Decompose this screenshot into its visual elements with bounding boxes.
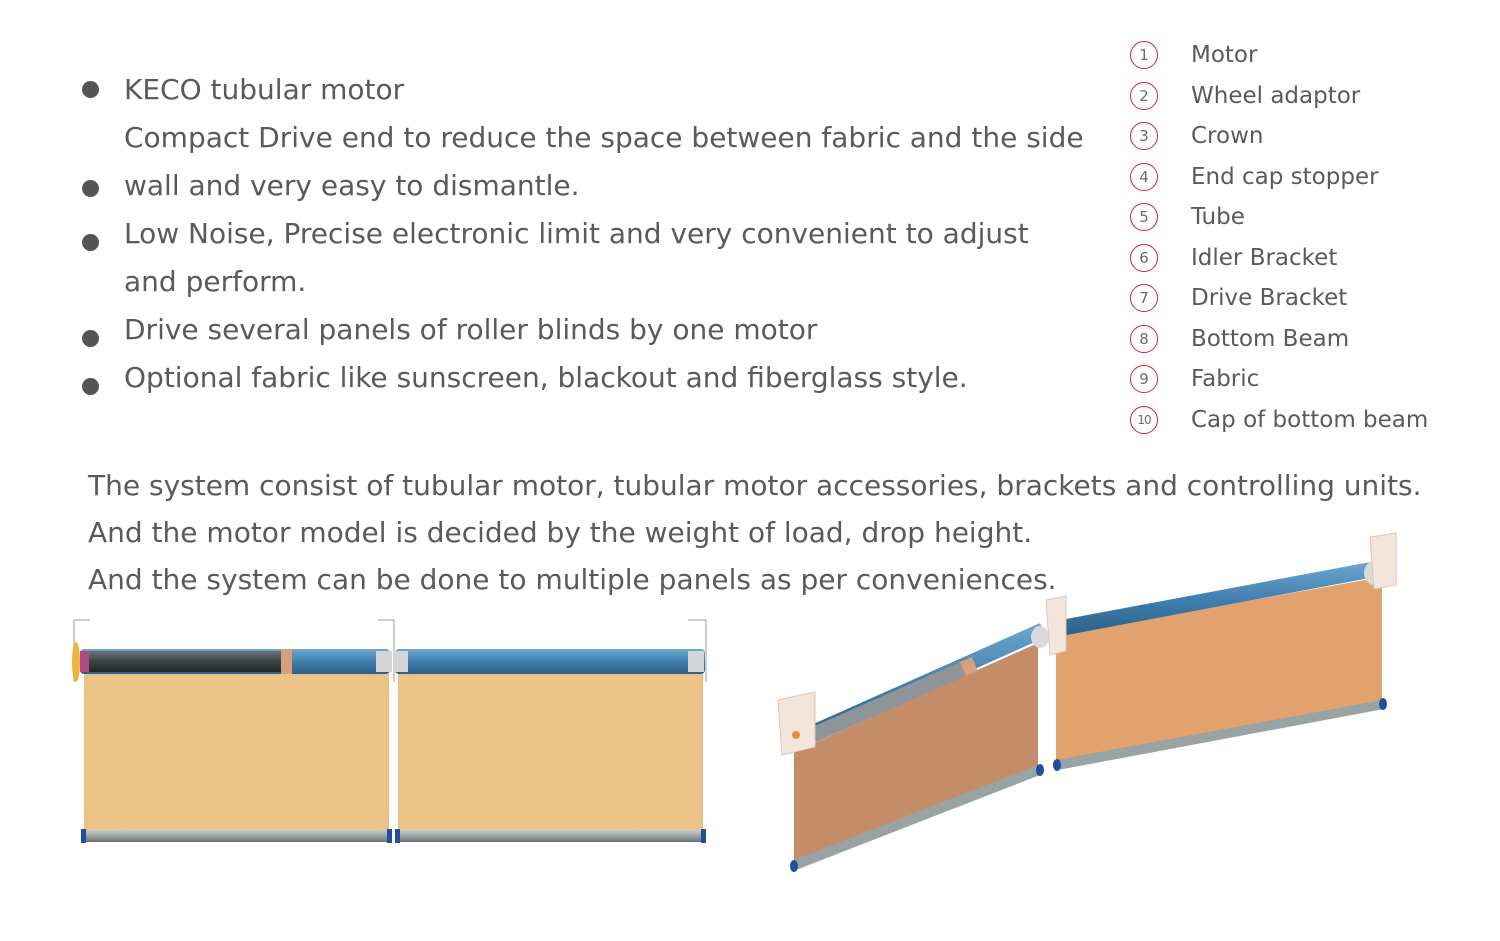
part-item-crown: 3 Crown	[1128, 119, 1478, 160]
part-name: Cap of bottom beam	[1191, 406, 1429, 433]
parts-legend: 1 Motor 2 Wheel adaptor 3 Crown 4 End cap st…	[1128, 38, 1478, 443]
fabric-panel	[398, 674, 703, 832]
part-number: 10	[1130, 405, 1158, 434]
part-item-drive-bracket: 7 Drive Bracket	[1128, 281, 1478, 322]
part-item-tube: 5 Tube	[1128, 200, 1478, 241]
part-item-motor: 1 Motor	[1128, 38, 1478, 79]
beam-cap	[790, 860, 798, 872]
part-number: 6	[1130, 243, 1158, 272]
part-name: Idler Bracket	[1191, 244, 1338, 271]
bottom-beam	[794, 765, 1040, 870]
feature-item: Optional fabric like sunscreen, blackout…	[78, 354, 1088, 402]
bottom-beam	[84, 830, 389, 842]
part-number: 4	[1130, 162, 1158, 191]
part-number: 9	[1130, 365, 1158, 393]
bottom-beam	[1056, 700, 1384, 770]
end-cap-stopper	[394, 651, 408, 672]
part-name: End cap stopper	[1191, 163, 1379, 190]
part-name: Crown	[1191, 123, 1264, 149]
part-name: Motor	[1191, 42, 1258, 68]
part-number: 5	[1130, 203, 1158, 231]
beam-cap	[81, 829, 86, 843]
end-cap-stopper	[376, 651, 392, 672]
part-number: 7	[1130, 284, 1158, 312]
tube	[395, 649, 705, 674]
front-view-illustration	[72, 619, 707, 843]
feature-item: Low Noise, Precise electronic limit and …	[78, 210, 1088, 306]
beam-cap	[701, 829, 706, 843]
beam-cap	[1053, 759, 1061, 771]
beam-cap	[395, 829, 400, 843]
idler-bracket	[1369, 532, 1397, 590]
part-number: 2	[1130, 81, 1158, 110]
feature-item: Drive several panels of roller blinds by…	[78, 306, 1088, 354]
part-number: 1	[1130, 41, 1158, 69]
part-name: Fabric	[1191, 366, 1260, 392]
drive-end	[72, 642, 80, 682]
bullet-icon	[82, 330, 99, 347]
part-item-fabric: 9 Fabric	[1128, 362, 1478, 403]
drive-bracket-hole	[792, 731, 800, 739]
feature-list: KECO tubular motor Compact Drive end to …	[78, 66, 1088, 402]
part-name: Drive Bracket	[1191, 285, 1348, 311]
end-cap-stopper	[688, 651, 704, 672]
system-description: The system consist of tubular motor, tub…	[88, 462, 1422, 603]
motor-body	[810, 661, 968, 742]
drive-bracket	[777, 691, 816, 756]
bullet-icon	[82, 180, 99, 197]
idler-bracket	[1045, 595, 1067, 656]
part-item-cap-of-bottom-beam: 10 Cap of bottom beam	[1128, 403, 1478, 444]
beam-cap	[1379, 698, 1387, 710]
perspective-view-illustration	[777, 532, 1397, 872]
motor-body	[86, 651, 282, 672]
feature-item: Compact Drive end to reduce the space be…	[78, 114, 1088, 210]
bullet-icon	[82, 81, 99, 98]
tube	[1050, 562, 1375, 637]
beam-cap	[1036, 764, 1044, 776]
feature-item: KECO tubular motor	[78, 66, 1088, 114]
crown	[281, 649, 292, 674]
fabric-panel	[794, 643, 1038, 865]
wheel-adaptor	[80, 651, 89, 672]
part-item-bottom-beam: 8 Bottom Beam	[1128, 322, 1478, 363]
system-line: And the system can be done to multiple p…	[88, 563, 1057, 596]
system-line: And the motor model is decided by the we…	[88, 516, 1033, 549]
part-item-wheel-adaptor: 2 Wheel adaptor	[1128, 79, 1478, 120]
crown	[960, 657, 978, 676]
fabric-panel	[84, 674, 389, 832]
idler-bracket	[688, 619, 707, 682]
beam-cap	[387, 829, 392, 843]
part-number: 3	[1130, 122, 1158, 150]
bullet-icon	[82, 378, 99, 395]
end-cap-stopper	[1031, 626, 1049, 648]
system-line: The system consist of tubular motor, tub…	[88, 469, 1422, 502]
part-item-end-cap-stopper: 4 End cap stopper	[1128, 160, 1478, 201]
part-name: Wheel adaptor	[1191, 82, 1361, 109]
bottom-beam	[398, 830, 703, 842]
part-item-idler-bracket: 6 Idler Bracket	[1128, 241, 1478, 282]
part-name: Tube	[1191, 204, 1245, 230]
part-number: 8	[1130, 324, 1158, 353]
part-name: Bottom Beam	[1191, 325, 1350, 352]
bullet-icon	[82, 234, 99, 251]
